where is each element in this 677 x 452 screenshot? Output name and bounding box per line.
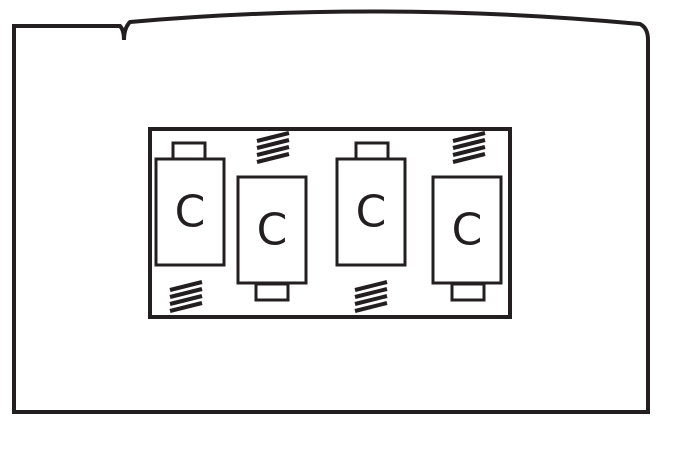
battery-4-positive-terminal [450, 282, 486, 302]
battery-1-label: C [175, 187, 206, 238]
battery-1-body [154, 157, 226, 267]
battery-4: C [431, 175, 503, 302]
battery-2-positive-terminal [254, 282, 290, 302]
battery-3-body [335, 157, 407, 267]
battery-2-label: C [257, 205, 288, 256]
battery-2: C [236, 175, 308, 302]
battery-1-positive-terminal [171, 141, 207, 161]
battery-4-body [431, 175, 503, 285]
spring-3 [169, 280, 203, 313]
device-housing [12, 9, 650, 414]
battery-compartment [148, 127, 512, 319]
battery-3-positive-terminal [354, 141, 390, 161]
spring-1 [256, 131, 290, 164]
battery-4-label: C [452, 205, 483, 256]
spring-4 [354, 280, 388, 313]
spring-2 [452, 131, 486, 164]
battery-3: C [335, 141, 407, 267]
battery-1: C [154, 141, 226, 267]
battery-3-label: C [356, 187, 387, 238]
